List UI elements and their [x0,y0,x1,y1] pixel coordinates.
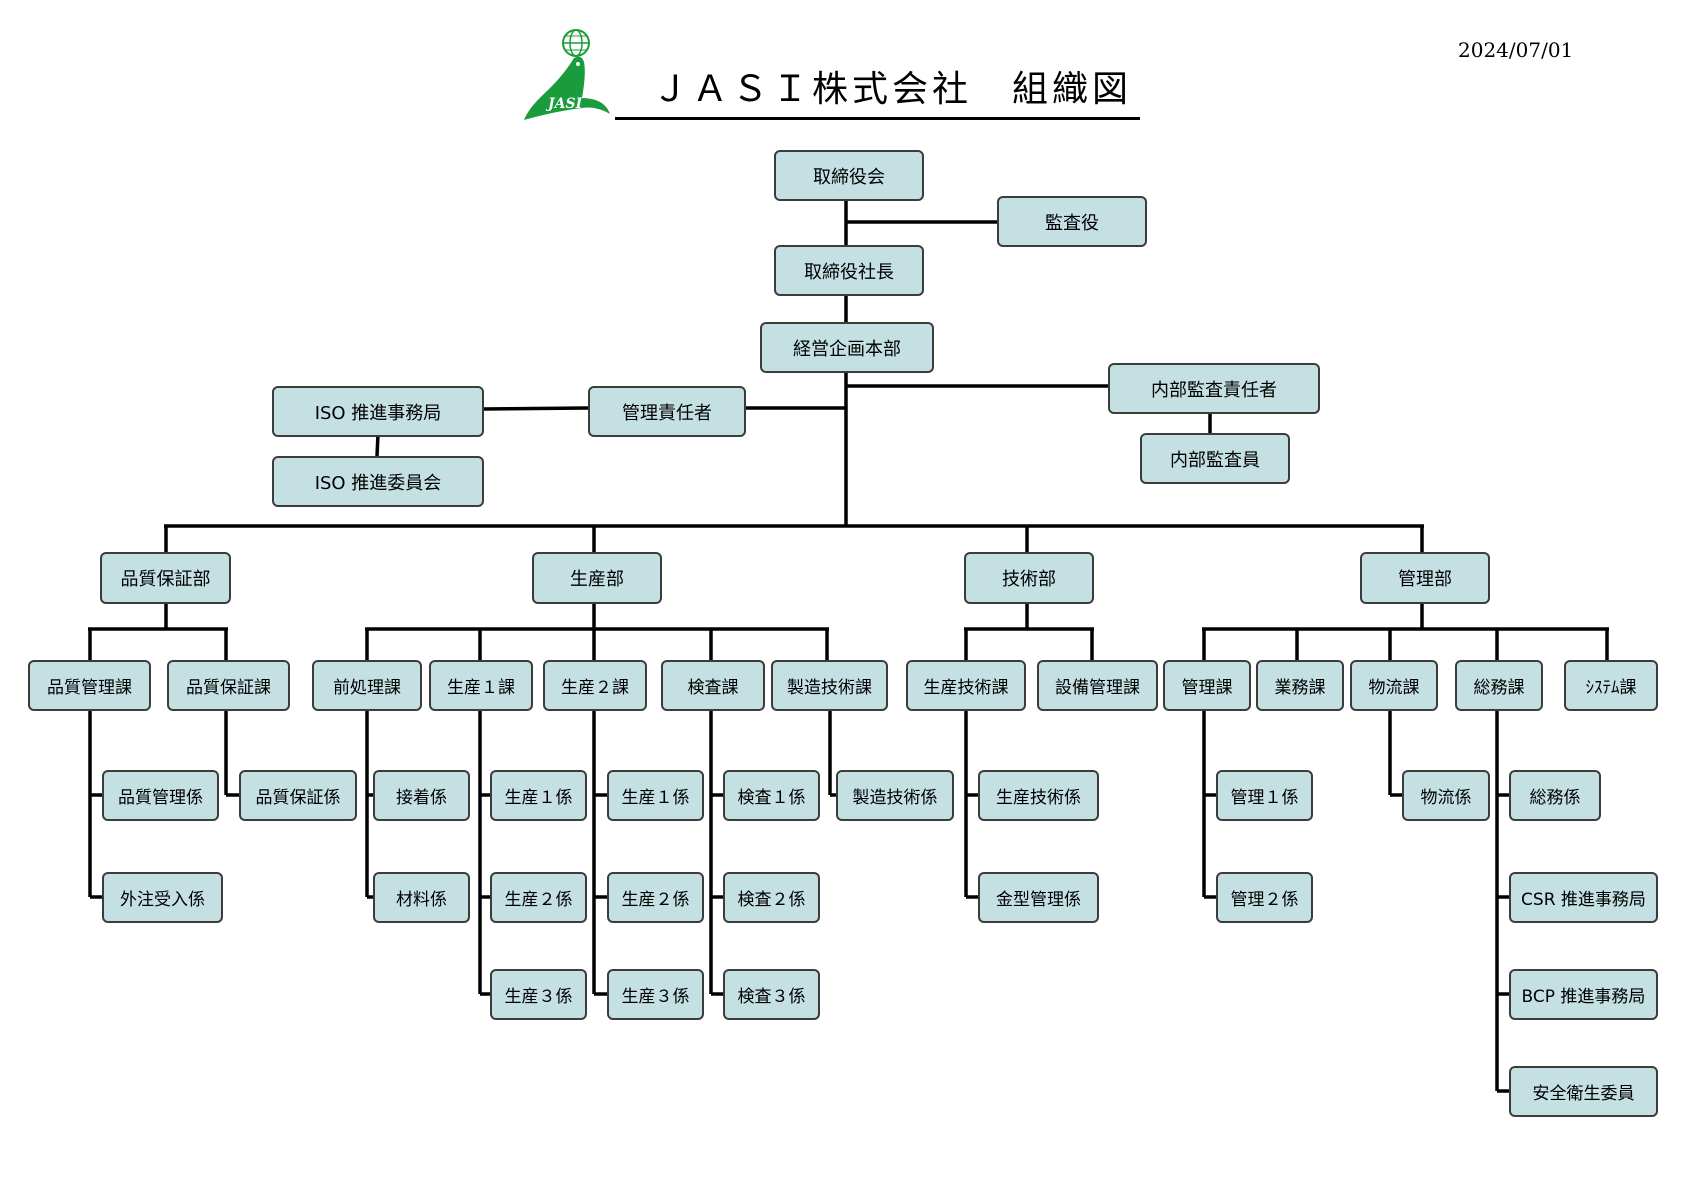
planning-hq-box: 経営企画本部 [760,322,934,373]
prod-tech-unit-box: 生産技術係 [978,770,1099,821]
safety-committee-box: 安全衛生委員 [1509,1066,1658,1117]
admin-unit1-box: 管理１係 [1216,770,1313,821]
prod1-section-box: 生産１課 [429,660,533,711]
iso-committee-box: ISO 推進委員会 [272,456,484,507]
company-logo: JASI [520,28,612,124]
mold-unit-box: 金型管理係 [978,872,1099,923]
inspect-unit1-box: 検査１係 [723,770,820,821]
seal-globe-icon: JASI [524,29,610,120]
page-title: ＪＡＳＩ株式会社 組織図 [652,69,1133,110]
mgmt-rep-box: 管理責任者 [588,386,746,437]
logistics-section-box: 物流課 [1350,660,1438,711]
qa-dept-box: 品質保証部 [100,552,231,604]
business-section-box: 業務課 [1256,660,1344,711]
prod2-unit2-box: 生産２係 [607,872,704,923]
mfg-tech-unit-box: 製造技術係 [836,770,954,821]
admin-unit2-box: 管理２係 [1216,872,1313,923]
admin-section-box: 管理課 [1163,660,1251,711]
logistics-unit-box: 物流係 [1402,770,1490,821]
president-box: 取締役社長 [774,245,924,296]
inspect-unit3-box: 検査３係 [723,969,820,1020]
tech-dept-box: 技術部 [964,552,1094,604]
logo-text: JASI [545,96,583,112]
prod-tech-section-box: 生産技術課 [906,660,1026,711]
prod1-unit2-box: 生産２係 [490,872,587,923]
qc-unit-box: 品質管理係 [102,770,219,821]
equip-section-box: 設備管理課 [1037,660,1158,711]
internal-audit-lead-box: 内部監査責任者 [1108,363,1320,414]
title-underline [615,117,1140,120]
admin-dept-box: 管理部 [1360,552,1490,604]
auditor-box: 監査役 [997,196,1147,247]
system-section-box: ｼｽﾃﾑ課 [1564,660,1658,711]
bonding-unit-box: 接着係 [373,770,470,821]
board-box: 取締役会 [774,150,924,201]
iso-office-box: ISO 推進事務局 [272,386,484,437]
pretreat-section-box: 前処理課 [312,660,422,711]
material-unit-box: 材料係 [373,872,470,923]
prod2-section-box: 生産２課 [543,660,647,711]
date: 2024/07/01 [1458,38,1574,62]
prod2-unit3-box: 生産３係 [607,969,704,1020]
prod2-unit1-box: 生産１係 [607,770,704,821]
csr-office-box: CSR 推進事務局 [1509,872,1658,923]
mfg-tech-section-box: 製造技術課 [771,660,888,711]
inspect-unit2-box: 検査２係 [723,872,820,923]
prod1-unit1-box: 生産１係 [490,770,587,821]
inspect-section-box: 検査課 [661,660,765,711]
prod-dept-box: 生産部 [532,552,662,604]
bcp-office-box: BCP 推進事務局 [1509,969,1658,1020]
general-unit-box: 総務係 [1509,770,1601,821]
internal-auditor-box: 内部監査員 [1140,433,1290,484]
general-section-box: 総務課 [1455,660,1543,711]
qa-unit-box: 品質保証係 [239,770,357,821]
qc-section-box: 品質管理課 [28,660,151,711]
prod1-unit3-box: 生産３係 [490,969,587,1020]
outsourcing-unit-box: 外注受入係 [102,872,223,923]
qa-section-box: 品質保証課 [167,660,290,711]
